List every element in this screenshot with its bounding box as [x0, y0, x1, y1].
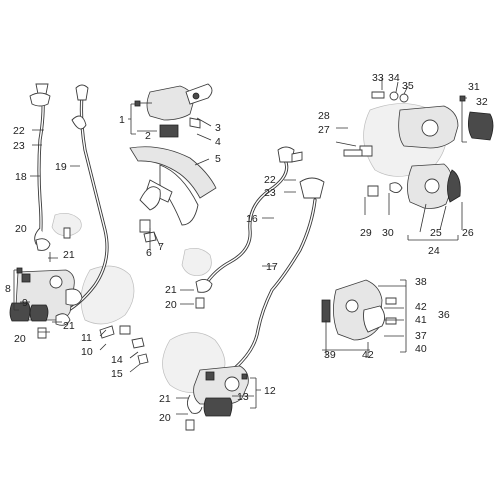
callout-8: 8: [5, 283, 11, 295]
callout-13: 13: [237, 391, 249, 403]
callout-5: 5: [215, 153, 221, 165]
leader-lines: [13, 78, 467, 415]
abs-modulator: [321, 279, 397, 341]
callout-20-left-lower: 20: [14, 333, 26, 345]
callout-17: 17: [266, 261, 278, 273]
callout-25: 25: [430, 227, 442, 239]
rear-brake-pads: [203, 397, 233, 417]
callout-36: 36: [438, 309, 450, 321]
callout-14: 14: [111, 354, 123, 366]
callout-42-lower: 42: [362, 349, 374, 361]
callout-22-middle: 22: [264, 174, 276, 186]
callout-33: 33: [372, 72, 384, 84]
callout-31: 31: [468, 81, 480, 93]
brake-hose-16: [203, 146, 295, 287]
callout-32: 32: [476, 96, 488, 108]
callout-19: 19: [55, 161, 67, 173]
callout-21-left-lower: 21: [63, 320, 75, 332]
callout-12: 12: [264, 385, 276, 397]
rear-bottom-fittings: [185, 394, 203, 431]
callout-28: 28: [318, 110, 330, 122]
callout-10: 10: [81, 346, 93, 358]
brake-hose-19: [58, 84, 109, 317]
callout-6: 6: [146, 247, 152, 259]
callout-42-upper: 42: [415, 301, 427, 313]
brake-hose-17: [233, 151, 325, 370]
callout-24: 24: [428, 245, 440, 257]
callout-23-left: 23: [13, 140, 25, 152]
callout-21-middle: 21: [165, 284, 177, 296]
left-banjo-fittings: [35, 227, 71, 339]
callout-27: 27: [318, 124, 330, 136]
callout-21-left: 21: [63, 249, 75, 261]
callout-2: 2: [145, 130, 151, 142]
brake-disc: [129, 146, 217, 233]
callout-30: 30: [382, 227, 394, 239]
callout-40: 40: [415, 343, 427, 355]
callout-41: 41: [415, 314, 427, 326]
callout-26: 26: [462, 227, 474, 239]
right-lower-caliper: [367, 163, 461, 209]
callout-20-left: 20: [15, 223, 27, 235]
callout-29: 29: [360, 227, 372, 239]
front-left-brake-pads: [9, 302, 49, 322]
callout-1: 1: [119, 114, 125, 126]
callout-38: 38: [415, 276, 427, 288]
callout-35: 35: [402, 80, 414, 92]
callout-4: 4: [215, 136, 221, 148]
callout-16: 16: [246, 213, 258, 225]
callout-18: 18: [15, 171, 27, 183]
brake-hose-18: [34, 83, 49, 247]
callout-15: 15: [111, 368, 123, 380]
callout-23-middle: 23: [264, 187, 276, 199]
callout-labels: 1 2 3 4 5 6 7 8 9 10 11 12 13 14 15 16 1…: [5, 72, 488, 424]
right-caliper-assembly: [343, 105, 494, 157]
callout-22-left: 22: [13, 125, 25, 137]
callout-37: 37: [415, 330, 427, 342]
rear-caliper: [193, 365, 249, 405]
hose-top-fitting: [29, 92, 51, 107]
callout-9: 9: [22, 297, 28, 309]
front-master-cylinder: [146, 83, 213, 138]
right-top-bolts: [371, 91, 409, 103]
callout-21-bottom: 21: [159, 393, 171, 405]
callout-34: 34: [388, 72, 400, 84]
callout-11: 11: [81, 332, 92, 344]
callout-20-bottom: 20: [159, 412, 171, 424]
callout-20-middle: 20: [165, 299, 177, 311]
callout-3: 3: [215, 122, 221, 134]
callout-7: 7: [158, 241, 164, 253]
callout-39: 39: [324, 349, 336, 361]
middle-hose-fittings: [195, 279, 213, 309]
